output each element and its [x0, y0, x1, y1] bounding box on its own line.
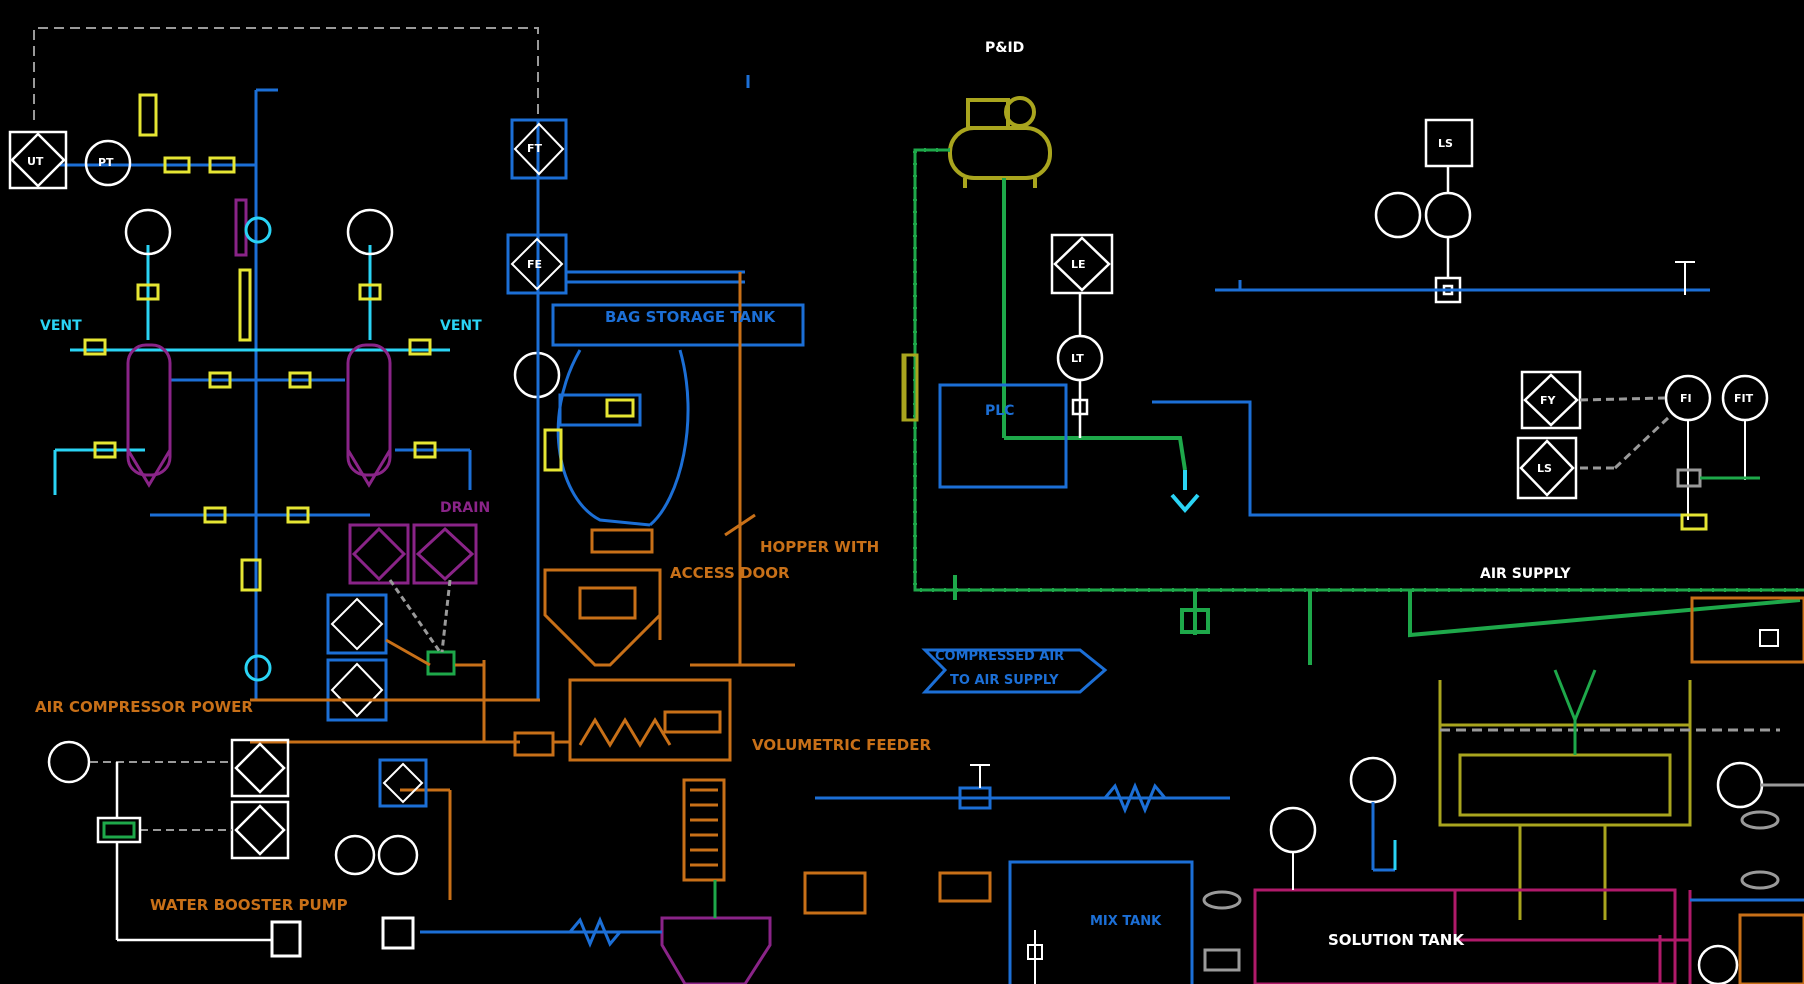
label-bag-storage: BAG STORAGE TANK: [605, 308, 777, 326]
label-access-door: ACCESS DOOR: [670, 564, 790, 582]
blue-instrument-column: [506, 75, 805, 700]
label-water-booster-pump: WATER BOOSTER PUMP: [150, 896, 348, 914]
label-solution-tank: SOLUTION TANK: [1328, 931, 1465, 949]
hopper-feeder: [250, 272, 992, 915]
label-air-compressor-power: AIR COMPRESSOR POWER: [35, 698, 253, 716]
label-le: LE: [1071, 258, 1086, 271]
label-mix-tank: MIX TANK: [1090, 914, 1162, 929]
center-bottom-piping: [815, 764, 1230, 984]
drawing-labels: AIR COMPRESSOR POWER WATER BOOSTER PUMP …: [27, 40, 1754, 949]
instrument-bubbles-left: [8, 130, 561, 876]
label-lt: LT: [1071, 352, 1084, 365]
label-drain: DRAIN: [440, 500, 490, 516]
label-fit: FIT: [1734, 392, 1754, 405]
label-fi: FI: [1680, 392, 1692, 405]
label-plc: PLC: [985, 403, 1014, 419]
label-fy: FY: [1540, 394, 1557, 407]
label-pt: PT: [98, 156, 114, 169]
label-ut: UT: [27, 155, 44, 168]
label-fe: FE: [527, 258, 542, 271]
clarifier: [1202, 596, 1804, 984]
compressed-air-arrow: [921, 648, 1108, 694]
signal-line-top: [33, 27, 539, 120]
label-compressed-air: COMPRESSED AIR: [935, 649, 1064, 664]
title-block: P&ID: [985, 40, 1024, 56]
label-hopper: HOPPER WITH: [760, 538, 879, 556]
label-vent-right: VENT: [440, 318, 482, 334]
purple-boxes: [326, 523, 478, 722]
air-compressor-power-loop: [90, 738, 290, 942]
compressed-air-system: [901, 96, 1804, 665]
label-ls: LS: [1438, 137, 1453, 150]
filter-skid: [53, 88, 472, 700]
label-volumetric-feeder: VOLUMETRIC FEEDER: [752, 736, 932, 754]
label-to-air-supply: TO AIR SUPPLY: [950, 673, 1059, 688]
label-air-supply: AIR SUPPLY: [1480, 566, 1571, 582]
upper-right-piping: [1152, 261, 1760, 531]
label-vent-left: VENT: [40, 318, 82, 334]
label-ft: FT: [527, 142, 543, 155]
label-ls-nc: LS: [1537, 462, 1552, 475]
bottom-trough: [270, 758, 772, 984]
